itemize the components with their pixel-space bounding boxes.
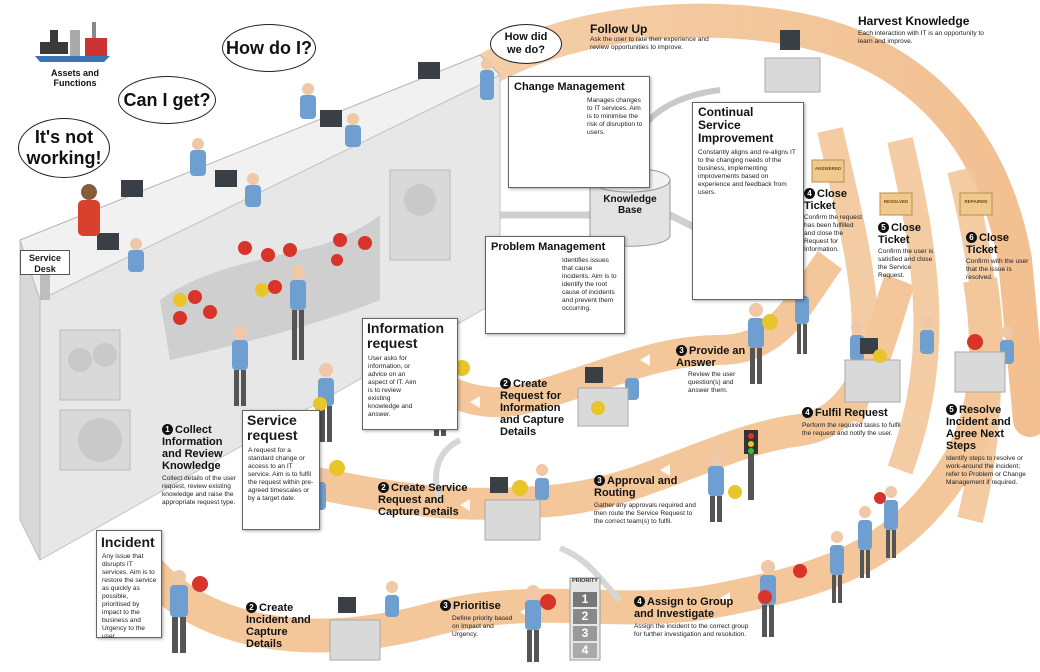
step-resolve-number: 5 (946, 404, 957, 415)
step-resolve-desc: Identify steps to resolve or work-around… (946, 455, 1026, 486)
step-close-info-title: Close Ticket (804, 188, 847, 212)
step-close-incident-number: 6 (966, 232, 977, 243)
step-close-info-number: 4 (804, 188, 815, 199)
step-assign-number: 4 (634, 596, 645, 607)
priority-level-2: 2 (581, 609, 589, 623)
csi-title: Continual Service Improvement (698, 105, 774, 145)
harvest-knowledge-title: Harvest Knowledge (858, 14, 970, 28)
can-i-get-bubble: Can I get? (118, 76, 216, 124)
service-request-title: Service request (247, 412, 298, 443)
step-provide-answer-title: Provide an Answer (676, 345, 746, 369)
folder-answered-label: ANSWERED (814, 166, 842, 171)
step-approval-number: 3 (594, 475, 605, 486)
how-do-i-text: How do I? (226, 37, 312, 58)
step-collect-number: 1 (162, 424, 173, 435)
step-close-service-number: 5 (878, 222, 889, 233)
step-prioritise-title: Prioritise (453, 600, 501, 612)
change-management-title: Change Management (514, 81, 625, 93)
service-request-panel: Service request A request for a standard… (242, 410, 320, 530)
can-i-get-text: Can I get? (123, 89, 211, 110)
step-create-info-number: 2 (500, 378, 511, 389)
information-request-title: Information request (367, 320, 444, 351)
priority-level-1: 1 (581, 592, 589, 606)
step-prioritise-desc: Define priority based on Impact and Urge… (452, 615, 513, 638)
change-management-desc: Manages changes to IT services. Aim is t… (587, 97, 643, 136)
not-working-text: It's not working! (26, 127, 102, 168)
not-working-bubble: It's not working! (18, 118, 110, 178)
priority-label: PRIORITY (572, 578, 598, 584)
how-did-we-do-text: How did we do? (504, 31, 548, 56)
step-resolve-title: Resolve Incident and Agree Next Steps (946, 404, 1011, 452)
step-create-incident-title: Create Incident and Capture Details (246, 602, 311, 650)
how-did-we-do-bubble: How did we do? (490, 24, 562, 64)
problem-management-panel: Problem Management Identifies issues tha… (485, 236, 625, 334)
step-close-service-desc: Confirm the user is satisfied and close … (878, 248, 934, 279)
step-create-service-number: 2 (378, 482, 389, 493)
service-desk-sign: Service Desk (20, 250, 70, 275)
step-close-service-title: Close Ticket (878, 222, 921, 246)
priority-tower (569, 577, 601, 661)
priority-level-3: 3 (581, 626, 589, 640)
problem-management-title: Problem Management (491, 241, 606, 253)
step-fulfil-number: 4 (802, 407, 813, 418)
incident-title: Incident (101, 534, 155, 550)
priority-level-4: 4 (581, 643, 589, 657)
information-request-panel: Information request User asks for inform… (362, 318, 458, 430)
step-create-incident-number: 2 (246, 602, 257, 613)
follow-up-desc: Ask the user to rate their experience an… (590, 36, 709, 51)
assets-functions-label: Assets and Functions (50, 68, 100, 88)
step-create-service-title: Create Service Request and Capture Detai… (378, 482, 468, 518)
folder-resolved-label: RESOLVED (883, 199, 909, 204)
step-provide-answer-desc: Review the user question(s) and answer t… (688, 371, 736, 394)
how-do-i-bubble: How do I? (222, 24, 316, 72)
problem-management-desc: Identifies issues that cause incidents. … (562, 257, 617, 312)
step-close-incident-title: Close Ticket (966, 232, 1009, 256)
follow-up-title: Follow Up (590, 22, 648, 36)
step-collect-desc: Collect details of the user request, rev… (162, 475, 237, 506)
step-approval-desc: Gather any approvals required and then r… (594, 502, 696, 525)
step-assign-title: Assign to Group and Investigate (634, 596, 734, 620)
step-prioritise-number: 3 (440, 600, 451, 611)
step-provide-answer-number: 3 (676, 345, 687, 356)
step-create-info-title: Create Request for Information and Captu… (500, 378, 565, 438)
alert-markers (173, 233, 983, 610)
step-close-incident-desc: Confirm with the user that the issue is … (966, 258, 1029, 281)
step-collect-title: Collect Information and Review Knowledge (162, 424, 223, 472)
step-close-info-desc: Confirm the request has been fulfilled a… (804, 214, 862, 253)
change-management-panel: Change Management Manages changes to IT … (508, 76, 650, 188)
close-ticket-folders (811, 159, 993, 216)
folder-repaired-label: REPAIRED (964, 199, 988, 204)
information-request-desc: User asks for information, or advice on … (368, 355, 417, 418)
incident-desc: Any issue that disrupts IT services. Aim… (102, 553, 157, 640)
harvest-knowledge-desc: Each interaction with IT is an opportuni… (858, 30, 984, 45)
assets-functions-icon (35, 22, 110, 62)
knowledge-base-label: Knowledge Base (603, 194, 657, 216)
csi-desc: Constantly aligns and re-aligns IT to th… (698, 149, 796, 196)
step-assign-desc: Assign the incident to the correct group… (634, 623, 749, 638)
service-request-desc: A request for a standard change or acces… (248, 447, 314, 502)
csi-panel: Continual Service Improvement Constantly… (692, 102, 804, 300)
step-fulfil-desc: Perform the required tasks to fulfil the… (802, 422, 901, 437)
step-approval-title: Approval and Routing (594, 475, 678, 499)
incident-panel: Incident Any issue that disrupts IT serv… (96, 530, 162, 640)
step-fulfil-title: Fulfil Request (815, 407, 888, 419)
